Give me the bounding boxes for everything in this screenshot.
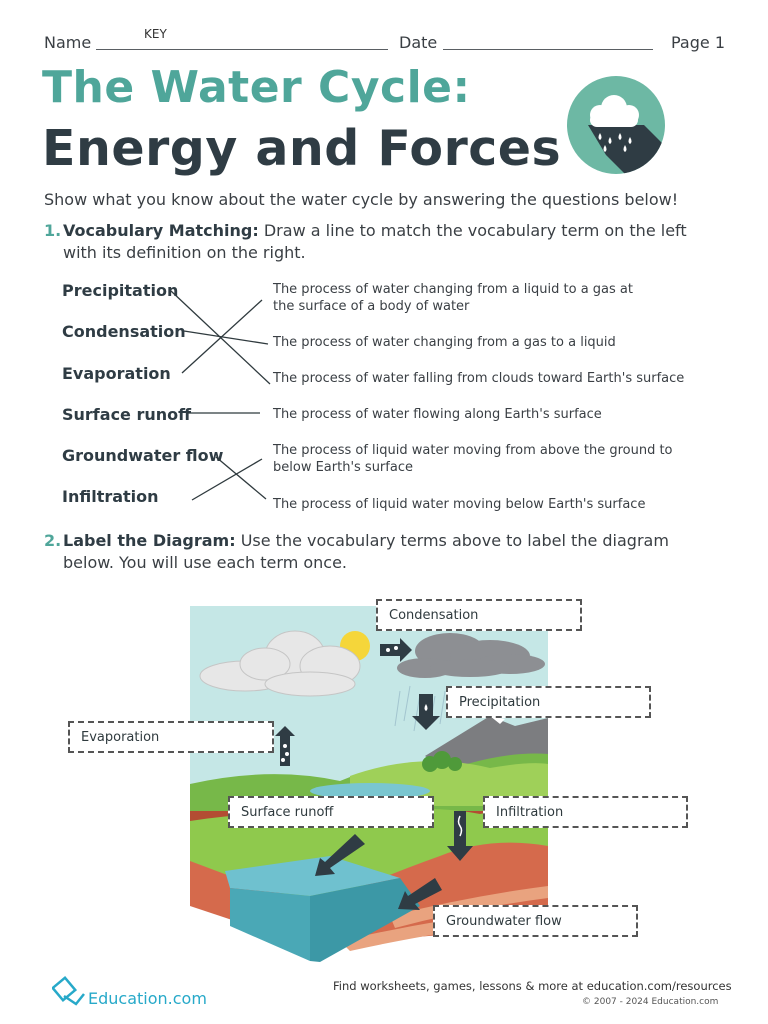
label-evaporation-text: Evaporation — [81, 729, 160, 745]
term-groundwater-flow: Groundwater flow — [62, 446, 224, 465]
term-surface-runoff: Surface runoff — [62, 405, 192, 424]
definition-evaporation: The process of water changing from a liq… — [273, 282, 633, 314]
name-value: KEY — [144, 27, 167, 41]
match-line-evaporation — [181, 299, 263, 374]
date-label: Date — [399, 33, 438, 52]
education-logo-icon — [52, 975, 85, 1006]
label-surface-runoff[interactable]: Surface runoff — [228, 796, 434, 828]
rain-cloud-icon — [397, 633, 545, 678]
definition-surface-runoff: The process of water flowing along Earth… — [273, 407, 602, 422]
label-precipitation-text: Precipitation — [459, 694, 541, 710]
title-line-2: Energy and Forces — [42, 120, 562, 177]
question-1: 1. Vocabulary Matching: Draw a line to m… — [44, 220, 724, 264]
date-field[interactable] — [443, 49, 653, 50]
definition-condensation: The process of water changing from a gas… — [273, 335, 616, 350]
name-field[interactable] — [96, 49, 388, 50]
infiltration-arrow-icon — [447, 811, 473, 861]
name-label: Name — [44, 33, 92, 52]
matching-lines — [170, 290, 271, 501]
label-condensation-text: Condensation — [389, 607, 479, 623]
question-1-heading: Vocabulary Matching: — [63, 221, 259, 240]
lake — [310, 783, 430, 799]
label-groundwater-flow-text: Groundwater flow — [446, 913, 562, 929]
question-2-text: Use the vocabulary terms above to label … — [63, 531, 669, 572]
condensation-arrow-icon — [380, 638, 412, 662]
question-2-heading: Label the Diagram: — [63, 531, 236, 550]
page-label: Page 1 — [671, 33, 725, 52]
definition-groundwater-flow: The process of liquid water moving below… — [273, 497, 646, 512]
logo-text: Education.com — [88, 989, 207, 1008]
question-1-text: Draw a line to match the vocabulary term… — [63, 221, 687, 262]
question-2-number: 2. — [44, 531, 62, 550]
term-evaporation: Evaporation — [62, 364, 171, 383]
label-precipitation[interactable]: Precipitation — [446, 686, 651, 718]
question-2: 2. Label the Diagram: Use the vocabulary… — [44, 530, 724, 574]
match-line-groundwater-flow — [215, 456, 267, 500]
label-surface-runoff-text: Surface runoff — [241, 804, 334, 820]
footer-copyright: © 2007 - 2024 Education.com — [582, 997, 719, 1007]
evaporation-arrow-icon — [275, 726, 295, 766]
label-infiltration[interactable]: Infiltration — [483, 796, 688, 828]
label-infiltration-text: Infiltration — [496, 804, 564, 820]
mountain — [425, 716, 548, 766]
match-line-infiltration — [191, 458, 263, 501]
white-cloud-icon — [199, 630, 361, 697]
title-line-1: The Water Cycle: — [42, 62, 471, 113]
question-1-number: 1. — [44, 221, 62, 240]
rain-cloud-icon — [567, 76, 665, 174]
intro-text: Show what you know about the water cycle… — [44, 190, 679, 209]
footer-tagline: Find worksheets, games, lessons & more a… — [333, 979, 732, 993]
label-evaporation[interactable]: Evaporation — [68, 721, 274, 753]
water-pool — [225, 856, 400, 896]
label-groundwater-flow[interactable]: Groundwater flow — [433, 905, 638, 937]
definition-precipitation: The process of water falling from clouds… — [273, 371, 685, 386]
definition-infiltration: The process of liquid water moving from … — [273, 443, 673, 475]
runoff-arrow-icon — [315, 834, 365, 876]
term-infiltration: Infiltration — [62, 487, 159, 506]
groundwater-arrow-icon — [398, 878, 442, 910]
label-condensation[interactable]: Condensation — [376, 599, 582, 631]
term-condensation: Condensation — [62, 322, 186, 341]
term-precipitation: Precipitation — [62, 281, 179, 300]
precipitation-arrow-icon — [412, 694, 440, 730]
match-line-condensation — [183, 330, 269, 345]
